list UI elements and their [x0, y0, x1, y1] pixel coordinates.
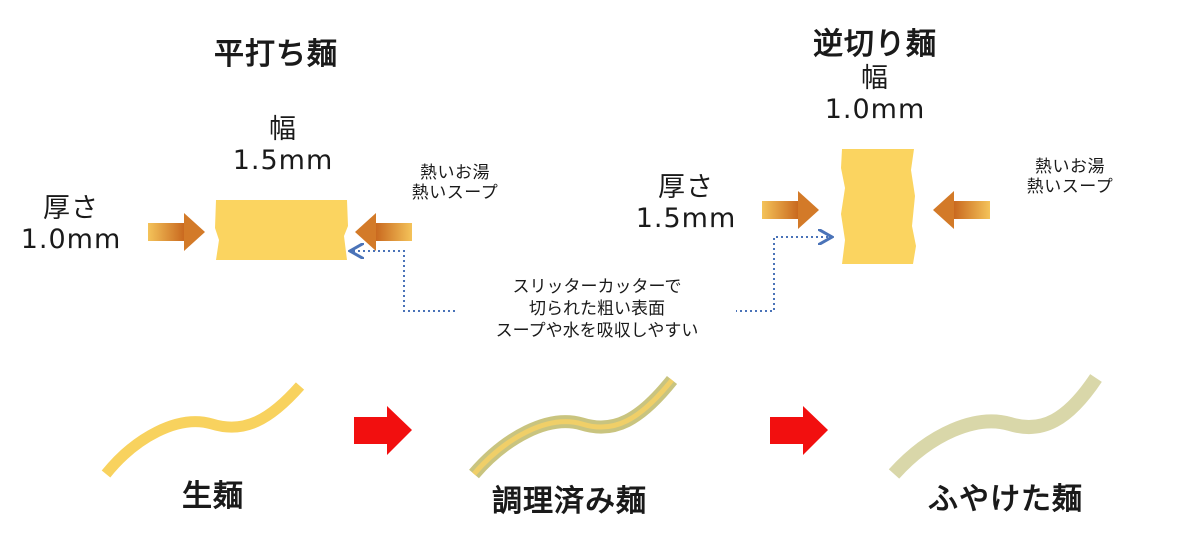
soggy-noodle-strand: [888, 374, 1102, 479]
surface-note-line1: スリッターカッターで: [512, 277, 682, 297]
reverse-cut-noodle-title: 逆切り麺: [813, 27, 937, 62]
flat-noodle-block: [215, 200, 348, 260]
reverse-width-value: 1.0mm: [824, 93, 926, 125]
flat-right-orange-arrow: [355, 213, 412, 251]
surface-note-line2: 切られた粗い表面: [529, 299, 665, 320]
flat-noodle-title: 平打ち麺: [214, 37, 338, 72]
reverse-cut-noodle-title-block: 逆切り麺 幅 1.0mm: [800, 27, 950, 125]
reverse-left-orange-arrow: [762, 191, 819, 229]
cooked-noodle-strand-outer: [469, 375, 678, 479]
flat-noodle-liquid-label: 熱いお湯 熱いスープ: [398, 163, 512, 203]
stage-label-raw: 生麺: [182, 479, 244, 514]
stage-label-cooked: 調理済み麺: [492, 484, 647, 519]
reverse-thickness-heading: 厚さ: [658, 172, 714, 203]
flat-noodle-width-label: 幅 1.5mm: [213, 114, 353, 176]
stage-label-soggy: ふやけた麺: [928, 482, 1083, 517]
reverse-cut-liquid-label: 熱いお湯 熱いスープ: [1012, 157, 1128, 197]
reverse-cut-noodle-block: [841, 149, 916, 264]
dotted-line-left: [352, 251, 470, 312]
reverse-right-orange-arrow: [933, 191, 990, 229]
reverse-width-heading: 幅: [861, 62, 889, 94]
reverse-liquid-line2: 熱いスープ: [1026, 176, 1114, 197]
flat-left-orange-arrow: [148, 213, 205, 251]
reverse-cut-thickness-label: 厚さ 1.5mm: [620, 172, 752, 234]
flat-noodle-thickness-label: 厚さ 1.0mm: [10, 193, 132, 255]
flat-liquid-line2: 熱いスープ: [411, 182, 499, 203]
reverse-liquid-line1: 熱いお湯: [1035, 157, 1105, 177]
dotted-line-right: [710, 237, 830, 312]
flat-width-value: 1.5mm: [232, 145, 334, 177]
red-arrow-1: [354, 406, 412, 455]
flat-thickness-heading: 厚さ: [43, 193, 99, 224]
reverse-thickness-value: 1.5mm: [635, 203, 737, 235]
cooked-noodle-strand-core: [472, 378, 674, 476]
flat-liquid-line1: 熱いお湯: [420, 163, 490, 183]
raw-noodle-strand: [101, 382, 305, 478]
flat-thickness-value: 1.0mm: [20, 224, 122, 256]
red-arrow-2: [770, 406, 828, 455]
flat-width-heading: 幅: [269, 114, 297, 145]
surface-note: スリッターカッターで 切られた粗い表面 スープや水を吸収しやすい: [458, 276, 736, 343]
surface-note-line3: スープや水を吸収しやすい: [495, 321, 699, 342]
